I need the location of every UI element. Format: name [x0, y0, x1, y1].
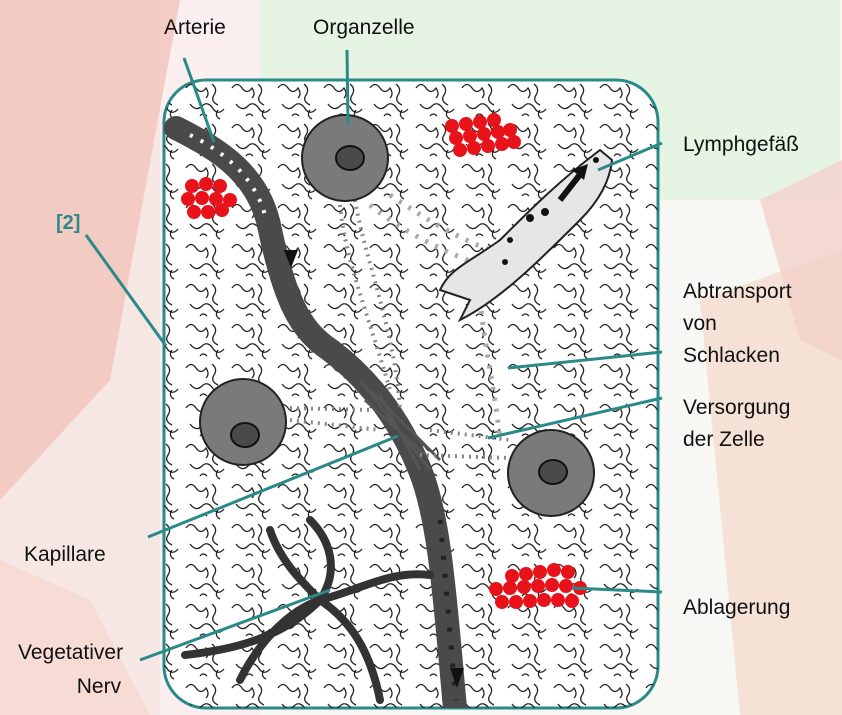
label-ablagerung: Ablagerung	[683, 596, 790, 620]
label-versorgung-line1: Versorgung	[683, 392, 790, 424]
reference-marker: [2]	[56, 212, 80, 235]
organ-cell-top	[302, 115, 388, 201]
label-abtransport-line2: von	[683, 308, 792, 340]
label-arterie: Arterie	[164, 16, 226, 40]
label-abtransport: Abtransport von Schlacken	[683, 276, 792, 372]
label-organzelle: Organzelle	[313, 16, 415, 40]
label-abtransport-line3: Schlacken	[683, 340, 792, 372]
organ-cell-right	[508, 430, 594, 516]
label-nerv: Vegetativer Nerv	[18, 636, 123, 704]
label-abtransport-line1: Abtransport	[683, 276, 792, 308]
label-lymphgefaess: Lymphgefäß	[683, 133, 799, 157]
label-versorgung-line2: der Zelle	[683, 424, 790, 456]
label-kapillare: Kapillare	[24, 543, 106, 567]
label-versorgung: Versorgung der Zelle	[683, 392, 790, 456]
organ-cell-left	[200, 379, 286, 465]
label-nerv-line1: Vegetativer	[18, 636, 123, 670]
label-nerv-line2: Nerv	[18, 670, 123, 704]
